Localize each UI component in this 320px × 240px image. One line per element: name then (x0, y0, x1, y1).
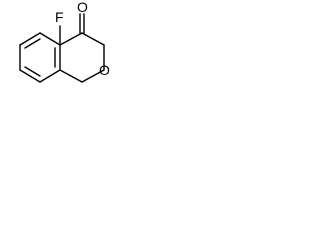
ring-oxygen-label: O (99, 62, 110, 78)
bond-aromatic-5 (19, 69, 41, 83)
bond-aromatic-2 (39, 32, 61, 46)
chemical-structure-diagram: F O O (19, 0, 110, 83)
carbonyl-oxygen-label: O (77, 0, 88, 15)
fluorine-atom-label: F (55, 9, 64, 25)
bond-ring-2 (81, 32, 105, 46)
bond-aromatic-4 (39, 69, 61, 83)
bond-ring-4 (81, 69, 105, 83)
bond-ring-5 (59, 69, 83, 83)
bond-ring-1 (59, 32, 83, 46)
bond-aromatic-1 (19, 32, 41, 46)
bond-aromatic-inner-3 (24, 66, 41, 77)
bond-aromatic-inner-1 (24, 38, 41, 49)
